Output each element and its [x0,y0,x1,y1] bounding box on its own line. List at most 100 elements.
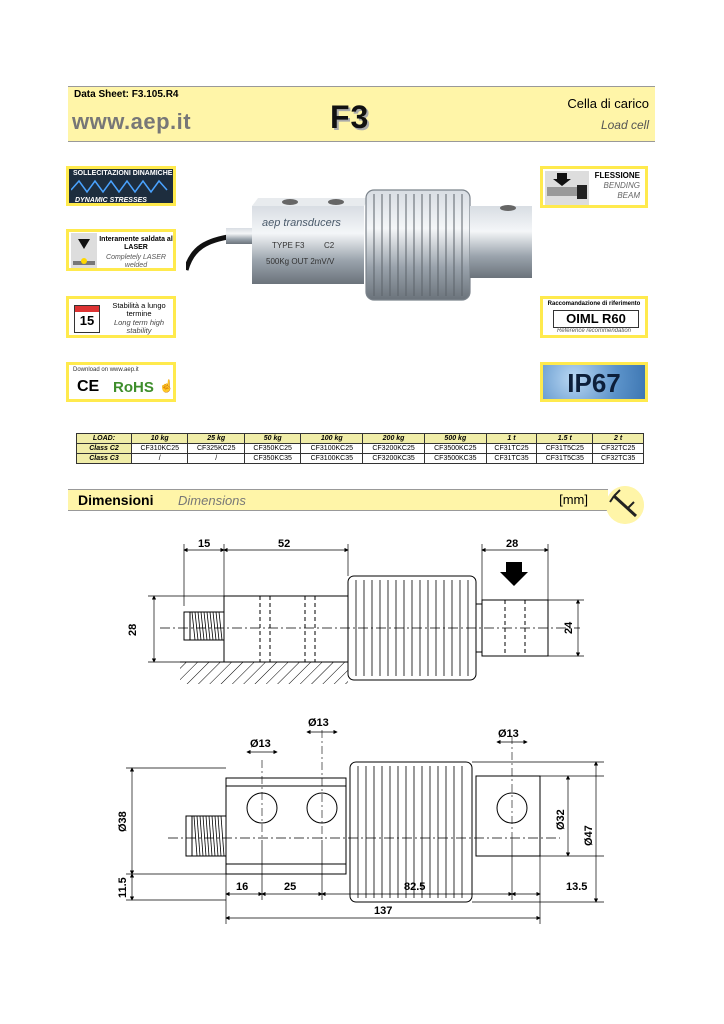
oiml-bottom-note: Reference recommendation [556,328,632,334]
badge-laser-en: Completely LASER welded [106,254,166,269]
bending-beam-icon [545,171,589,205]
dim-38: Ø38 [117,811,129,832]
table-cell: / [187,453,245,464]
table-cell: CF350KC25 [243,443,302,454]
dim-52: 52 [278,538,290,550]
table-cell: CF3200KC35 [362,453,425,464]
table-cell: CF3100KC35 [300,453,364,464]
dim-47: Ø47 [583,825,595,846]
caliper-icon [606,486,644,524]
photo-brand: aep transducers [262,217,341,229]
header-banner: Data Sheet: F3.105.R4 www.aep.it F3 Cell… [68,86,655,142]
row-label: Class C3 [76,453,132,464]
load-header-label: LOAD: [76,433,132,444]
title-english: Load cell [600,118,649,132]
load-arrow-icon [500,562,528,586]
table-cell: CF3100KC25 [300,443,364,454]
table-cell: CF310KC25 [130,443,189,454]
laser-icon [71,233,97,268]
badge-dynamic-stresses: SOLLECITAZIONI DINAMICHE DYNAMIC STRESSE… [66,166,176,206]
calendar-icon: 15 [74,305,100,333]
load-header-1: 25 kg [187,433,245,444]
row-label: Class C2 [76,443,132,454]
dim-hole-1: Ø13 [250,738,271,750]
top-view-drawing [126,729,604,924]
dim-13-5: 13.5 [566,881,587,893]
table-cell: CF32TC35 [592,453,644,464]
badge-bending-en: BENDING BEAM [603,181,640,200]
load-header-7: 1.5 t [536,433,594,444]
badge-long-term-stability: 15 Stabilità a lungo termine Long term h… [66,296,176,338]
table-cell: CF3500KC25 [423,443,487,454]
dim-28-top: 28 [506,538,518,550]
table-cell: CF31TC35 [485,453,538,464]
dim-11-5: 11.5 [117,877,129,898]
dim-hole-2: Ø13 [308,717,329,729]
dim-24: 24 [563,621,575,634]
ip-rating: IP67 [567,368,621,398]
download-note[interactable]: Download on www.aep.it [73,367,139,373]
table-cell: CF31T5C25 [536,443,594,454]
table-cell: CF3500KC35 [423,453,487,464]
dimensions-title-en: Dimensions [178,493,246,508]
title-italian: Cella di carico [567,96,649,111]
model-name: F3 [330,99,370,135]
badge-dynamic-en: DYNAMIC STRESSES [75,197,147,204]
load-header-6: 1 t [485,433,538,444]
dim-137: 137 [374,905,392,917]
load-cell-photo: aep transducers TYPE F3 C2 500Kg OUT 2mV… [186,189,532,301]
load-header-4: 200 kg [362,433,425,444]
load-header-3: 100 kg [300,433,364,444]
dimensions-banner: Dimensioni Dimensions [mm] [68,489,608,511]
data-sheet-id: Data Sheet: F3.105.R4 [74,89,179,100]
table-cell: CF325KC25 [187,443,245,454]
dim-15: 15 [198,538,210,550]
ce-mark: CE [77,378,100,395]
badge-ce-rohs[interactable]: Download on www.aep.it CE RoHS ☝ [66,362,176,402]
load-header-0: 10 kg [130,433,189,444]
dim-82-5: 82.5 [404,881,425,893]
badge-bending-it: FLESSIONE [594,171,640,180]
badge-bending-beam: FLESSIONE BENDING BEAM [540,166,648,208]
website-link[interactable]: www.aep.it [72,109,192,134]
oiml-top-note: Raccomandazione di riferimento [547,301,641,307]
wave-icon [71,179,168,194]
dimensions-title-it: Dimensioni [78,492,154,508]
badge-stability-it: Stabilità a lungo termine [112,301,166,318]
oiml-standard: OIML R60 [553,310,639,328]
table-cell: CF3200KC25 [362,443,425,454]
photo-spec: 500Kg OUT 2mV/V [266,257,335,266]
badge-laser-it: Interamente saldata al LASER [99,236,173,251]
calendar-day: 15 [79,313,95,328]
dim-25: 25 [284,881,296,893]
load-header-8: 2 t [592,433,644,444]
badge-oiml: Raccomandazione di riferimento OIML R60 … [540,296,648,338]
dim-hole-3: Ø13 [498,728,519,740]
rohs-mark: RoHS [113,379,154,396]
photo-class: C2 [324,241,335,250]
dimension-drawings: 15 52 28 28 24 [117,538,604,924]
table-cell: CF31TC25 [485,443,538,454]
table-cell: CF350KC35 [243,453,302,464]
dim-28-left: 28 [127,624,139,636]
badge-stability-en: Long term high stability [113,318,165,335]
photo-type: TYPE F3 [272,241,305,250]
dim-16: 16 [236,881,248,893]
table-cell: / [130,453,189,464]
table-cell: CF32TC25 [592,443,644,454]
dimensions-unit: [mm] [559,492,588,507]
pointer-hand-icon: ☝ [159,379,174,393]
side-view-drawing [148,544,584,684]
table-cell: CF31T5C35 [536,453,594,464]
dim-32: Ø32 [555,809,567,830]
load-header-2: 50 kg [243,433,302,444]
badge-laser-welded: Interamente saldata al LASER Completely … [66,229,176,271]
badge-ip-rating: IP67 [540,362,648,402]
load-header-5: 500 kg [423,433,487,444]
badge-dynamic-it: SOLLECITAZIONI DINAMICHE [73,170,173,177]
